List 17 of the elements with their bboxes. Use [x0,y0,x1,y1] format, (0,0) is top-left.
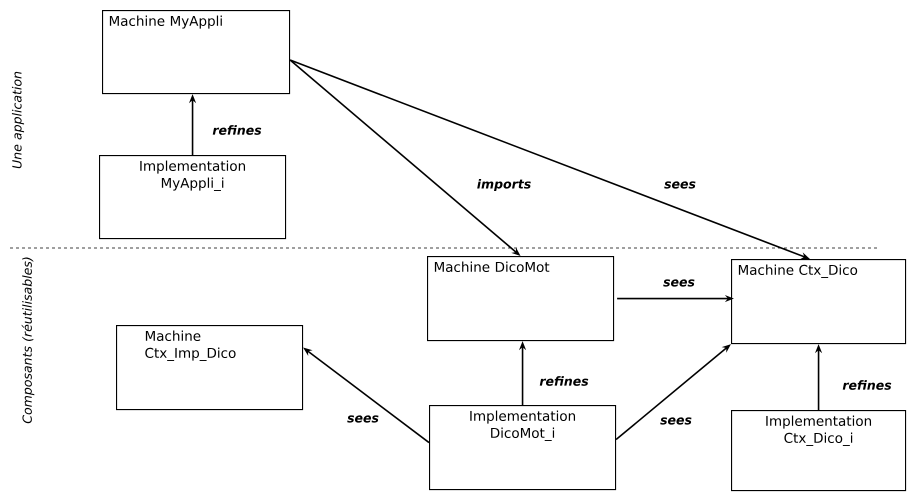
edge-label: sees [659,416,693,426]
machine-box: Machine DicoMot [427,256,614,342]
section-label: Composants (réutilisables) [22,258,34,424]
section-label: Une application [12,72,24,168]
machine-box: Machine MyAppli [102,10,290,94]
machine-box: Implementation MyAppli_i [99,155,286,240]
edge-label: refines [211,124,263,136]
machine-box: Machine Ctx_Dico [731,259,906,344]
edge-label: refines [538,375,590,387]
edge-label: sees [663,180,697,190]
machine-box: Implementation Ctx_Dico_i [731,410,906,492]
edge-label: imports [476,178,532,192]
edge-label: sees [346,414,380,424]
edge-label: refines [841,379,893,391]
machine-box: Machine Ctx_Imp_Dico [116,325,304,410]
machine-box: Implementation DicoMot_i [429,405,616,490]
edge-label: sees [662,278,696,288]
